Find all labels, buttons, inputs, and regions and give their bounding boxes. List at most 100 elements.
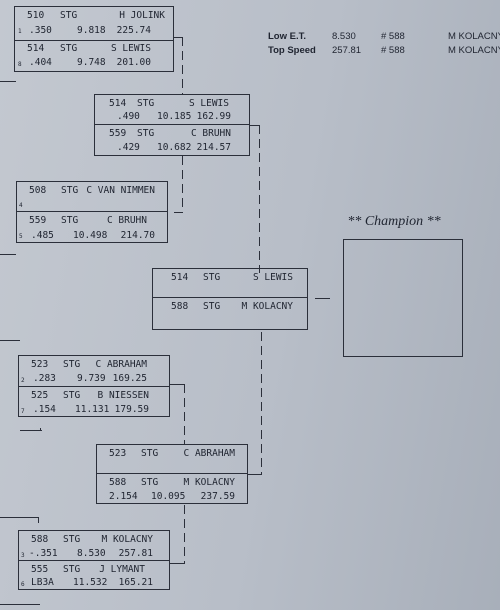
elapsed-time: 9.818 [77,25,106,36]
match-entry-top: 588 STG M KOLACNY 3 -.351 8.530 257.81 [19,531,169,560]
driver-name: C ABRAHAM [183,448,235,459]
elapsed-time: 10.682 [157,142,192,153]
class-label: STG [63,534,81,545]
car-number: 510 [27,10,45,21]
bracket-line [248,474,262,475]
seed-number: 4 [19,202,23,209]
seed-number: 6 [21,581,25,588]
top-speed-value: 257.81 [332,45,362,56]
match-box-round1-b: 508 STG C VAN NIMMEN 4 559 STG C BRUHN 5… [16,181,168,243]
elapsed-time: 10.095 [151,491,186,502]
car-number: 514 [27,43,45,54]
car-number: 514 [171,272,189,283]
low-et-label: Low E.T. [268,31,306,42]
elapsed-time: 8.530 [77,548,106,559]
driver-name: M KOLACNY [183,477,235,488]
bracket-line [170,563,185,564]
match-entry-bottom: 514 STG S LEWIS 8 .404 9.748 201.00 [15,40,173,74]
top-speed-driver: M KOLACNY [448,45,500,56]
champion-box [343,239,463,357]
top-speed-label: Top Speed [268,45,316,56]
class-label: STG [203,272,221,283]
low-et-value: 8.530 [332,31,356,42]
bracket-line [174,212,183,213]
car-number: 588 [109,477,127,488]
match-box-round2-a: 514 STG S LEWIS .490 10.185 162.99 559 S… [94,94,250,156]
car-number: 525 [31,390,49,401]
bracket-line [40,428,41,431]
seed-number: 8 [18,61,22,68]
match-box-round1-c: 523 STG C ABRAHAM 2 .283 9.739 169.25 52… [18,355,170,417]
driver-name: M KOLACNY [241,301,293,312]
car-number: 514 [109,98,127,109]
elapsed-time: 10.498 [73,230,108,241]
driver-name: S LEWIS [252,272,293,283]
class-label: STG [61,215,79,226]
class-label: STG [203,301,221,312]
reaction-time: .485 [31,230,54,241]
top-mph: 165.21 [118,577,153,588]
match-entry-bottom: 525 STG B NIESSEN 7 .154 11.131 179.59 [19,386,169,418]
reaction-time: -.351 [29,548,58,559]
reaction-time: LB3A [31,577,54,588]
bracket-line [259,125,260,273]
class-label: STG [60,43,78,54]
match-entry-top: 508 STG C VAN NIMMEN 4 [17,182,167,211]
bracket-line [0,254,16,255]
class-label: STG [63,359,81,370]
class-label: STG [60,10,78,21]
driver-name: M KOLACNY [101,534,153,545]
match-box-round1-a: 510 STG H JOLINK 1 .350 9.818 225.74 514… [14,6,174,72]
bracket-line [0,604,40,605]
seed-number: 3 [21,552,25,559]
class-label: STG [61,185,79,196]
match-entry-bottom: 559 STG C BRUHN 5 .485 10.498 214.70 [17,211,167,244]
match-entry-top: 514 STG S LEWIS [153,269,307,297]
bracket-line [184,505,185,563]
bracket-line [182,37,183,95]
top-mph: 257.81 [118,548,153,559]
class-label: STG [63,564,81,575]
bracket-line [0,81,16,82]
elapsed-time: 9.739 [77,373,106,384]
driver-name: J LYMANT [99,564,145,575]
elapsed-time: 11.131 [75,404,110,415]
driver-name: S LEWIS [110,43,151,54]
car-number: 588 [171,301,189,312]
bracket-line [38,517,39,523]
car-number: 523 [109,448,127,459]
top-mph: 225.74 [116,25,151,36]
seed-number: 5 [19,233,23,240]
match-entry-bottom: 559 STG C BRUHN .429 10.682 214.57 [95,124,249,157]
champion-title: ** Champion ** [347,214,441,229]
car-number: 523 [31,359,49,370]
bracket-line [0,340,20,341]
match-entry-top: 514 STG S LEWIS .490 10.185 162.99 [95,95,249,124]
match-entry-bottom: 588 STG M KOLACNY 2.154 10.095 237.59 [97,473,247,505]
car-number: 508 [29,185,47,196]
low-et-driver: M KOLACNY [448,31,500,42]
seed-number: 1 [18,28,22,35]
low-et-car: # 588 [381,31,405,42]
match-entry-top: 510 STG H JOLINK 1 .350 9.818 225.74 [15,7,173,40]
class-label: STG [137,128,155,139]
seed-number: 2 [21,377,25,384]
bracket-line [182,156,183,212]
match-entry-bottom: 588 STG M KOLACNY [153,297,307,330]
reaction-time: .429 [117,142,140,153]
top-mph: 162.99 [196,111,231,122]
match-entry-top: 523 STG C ABRAHAM [97,445,247,473]
top-mph: 237.59 [200,491,235,502]
reaction-time: .404 [29,57,52,68]
reaction-time: 2.154 [109,491,138,502]
bracket-line [170,384,184,385]
driver-name: C BRUHN [190,128,231,139]
car-number: 559 [109,128,127,139]
driver-name: S LEWIS [188,98,229,109]
reaction-time: .350 [29,25,52,36]
match-box-round2-b: 523 STG C ABRAHAM 588 STG M KOLACNY 2.15… [96,444,248,504]
bracket-line [250,125,259,126]
top-mph: 201.00 [116,57,151,68]
bracket-line [315,298,330,299]
elapsed-time: 9.748 [77,57,106,68]
